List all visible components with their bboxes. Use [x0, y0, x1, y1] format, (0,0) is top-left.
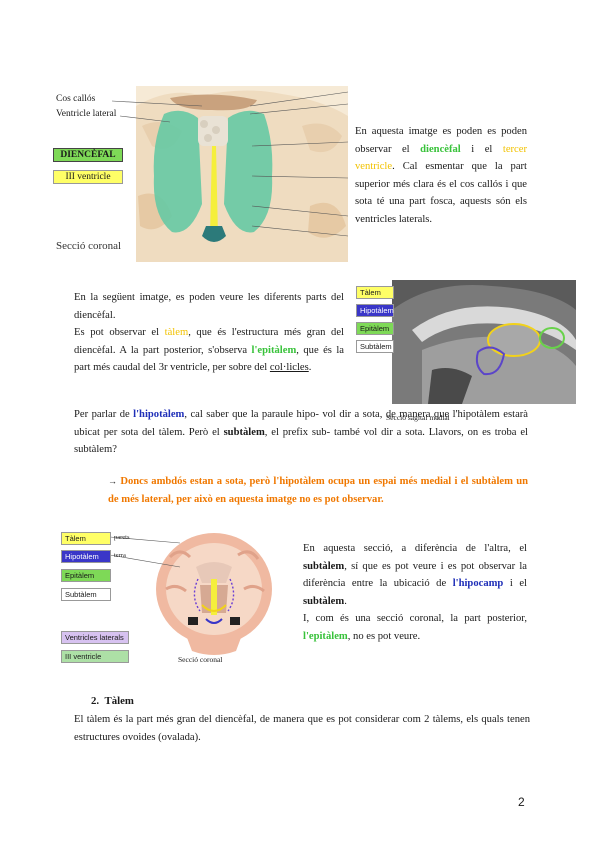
answer-arrow: → — [108, 476, 117, 486]
para2-text1: Es pot observar el — [74, 327, 165, 338]
para1-diencefal: diencèfal — [420, 143, 461, 155]
para2-talem: tàlem — [164, 327, 189, 338]
para3-text3: , el prefix sub- també vol dir a sota. L… — [74, 426, 528, 456]
para4-text6: , no es pot veure. — [347, 630, 421, 642]
figure1-caption: Secció coronal — [56, 240, 122, 252]
section-talem-text: El tàlem és la part més gran del diencèf… — [74, 714, 530, 743]
para3-text2: , cal saber que la paraule hipo- vol dir… — [74, 409, 529, 438]
para4-epitalem: l'epitàlem — [303, 630, 348, 642]
tag-subtalem-coronal: Subtàlem — [61, 588, 111, 601]
label-iii-ventricle: III ventricle — [53, 170, 123, 184]
label-diencefal: DIENCÈFAL — [53, 148, 123, 162]
section-heading-talem: 2. Tàlem — [91, 695, 134, 707]
para2-text3: , que és la part més caudal del 3r ventr… — [74, 344, 344, 374]
tag-hipotalem-sagittal: Hipotàlem — [356, 304, 394, 317]
para4-text5: I, com és una secció coronal, la part po… — [303, 613, 527, 624]
page-number: 2 — [518, 795, 525, 809]
para1-text2: i el — [460, 143, 503, 155]
figure2-caption: Secció sagital medial — [386, 413, 450, 422]
para2-colicles: col·licles — [269, 362, 309, 373]
para4-subtalem: subtàlem — [303, 560, 345, 572]
para4-text4: . — [344, 595, 347, 607]
tag-talem-coronal: Tàlem — [61, 532, 111, 545]
section-number: 2. — [91, 695, 100, 707]
paragraph-subtalem-coronal: En aquesta secció, a diferència de l'alt… — [303, 540, 527, 645]
sagittal-mri-image — [392, 280, 576, 404]
para2-body: Es pot observar el tàlem, que és l'estru… — [74, 324, 344, 377]
para3-subtalem: subtàlem — [223, 426, 265, 438]
para4-hipocamp: l'hipocamp — [452, 578, 504, 589]
coronal-section-illustration — [109, 533, 272, 655]
tag-subtalem-sagittal: Subtàlem — [356, 340, 394, 353]
coronal-brain-illustration — [111, 86, 349, 262]
para1-tercer-ventricle: tercer ventricle — [355, 143, 527, 173]
para2-text4: . — [308, 362, 312, 373]
tag-epitalem-coronal: Epitàlem — [61, 569, 111, 582]
tag-talem-sagittal: Tàlem — [356, 286, 394, 299]
para4-text1: En aquesta secció, a diferència de l'alt… — [303, 543, 527, 554]
para4-text2: , sí que es pot veure i es pot observar … — [303, 560, 527, 590]
para4-line2: I, com és una secció coronal, la part po… — [303, 610, 527, 645]
para3-hipotalem: l'hipotàlem — [133, 409, 185, 420]
para2-epitalem: l'epitàlem — [251, 344, 297, 356]
tag-ventricles-laterals: Ventricles laterals — [61, 631, 129, 644]
section-title: Tàlem — [104, 695, 134, 707]
paragraph-hipotalem: Per parlar de l'hipotàlem, cal saber que… — [74, 406, 528, 459]
tag-iii-ventricle-coronal: III ventricle — [61, 650, 129, 663]
tag-epitalem-sagittal: Epitàlem — [356, 322, 394, 335]
para3-text1: Per parlar de — [74, 409, 134, 420]
para1-text3: . Cal esmentar que la part superior més … — [355, 161, 527, 225]
answer-paragraph: → Doncs ambdós estan a sota, però l'hipo… — [108, 473, 528, 508]
side-label-parets: parets — [114, 534, 130, 541]
figure-coronal-diencephalon — [52, 86, 349, 262]
paragraph-diencefal-intro: En aquesta imatge es poden es poden obse… — [355, 123, 527, 228]
para2-text2: , que és l'estructura més gran del dienc… — [74, 327, 345, 356]
para2-line1: En la següent imatge, es poden veure les… — [74, 292, 344, 321]
figure3-caption: Secció coronal — [178, 655, 223, 664]
side-label-terra: terra — [114, 552, 126, 559]
label-ventricle-lateral: Ventricle lateral — [56, 109, 117, 119]
paragraph-parts-diencefal: En la següent imatge, es poden veure les… — [74, 289, 344, 377]
answer-text: Doncs ambdós estan a sota, però l'hipotà… — [108, 476, 528, 505]
label-cos-callos: Cos callós — [56, 94, 96, 104]
para4-text3: i el — [503, 578, 527, 589]
para4-subtalem2: subtàlem — [303, 595, 345, 607]
para1-text1: En aquesta imatge es poden es poden obse… — [355, 126, 527, 155]
figure-sagittal-mri — [392, 280, 576, 404]
figure-coronal-section — [60, 527, 296, 667]
tag-hipotalem-coronal: Hipotàlem — [61, 550, 111, 563]
